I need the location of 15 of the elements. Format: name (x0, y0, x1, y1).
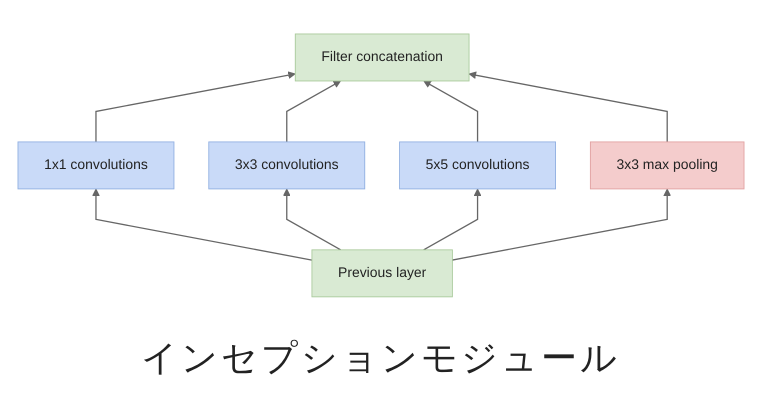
node-box: 1x1 convolutions (17, 141, 174, 189)
arrow (94, 70, 296, 142)
node-box: 3x3 convolutions (208, 141, 365, 189)
arrow (92, 188, 312, 260)
arrow (422, 80, 478, 142)
arrow (286, 80, 340, 142)
node-box: 5x5 convolutions (398, 141, 556, 189)
arrow (452, 188, 671, 260)
arrow (422, 188, 481, 250)
node-box: Filter concatenation (294, 33, 469, 81)
node-box: 3x3 max pooling (589, 141, 744, 189)
node-box: Previous layer (311, 249, 452, 297)
arrow (468, 71, 668, 142)
arrow (282, 188, 340, 250)
caption: インセプションモジュール (141, 337, 620, 381)
